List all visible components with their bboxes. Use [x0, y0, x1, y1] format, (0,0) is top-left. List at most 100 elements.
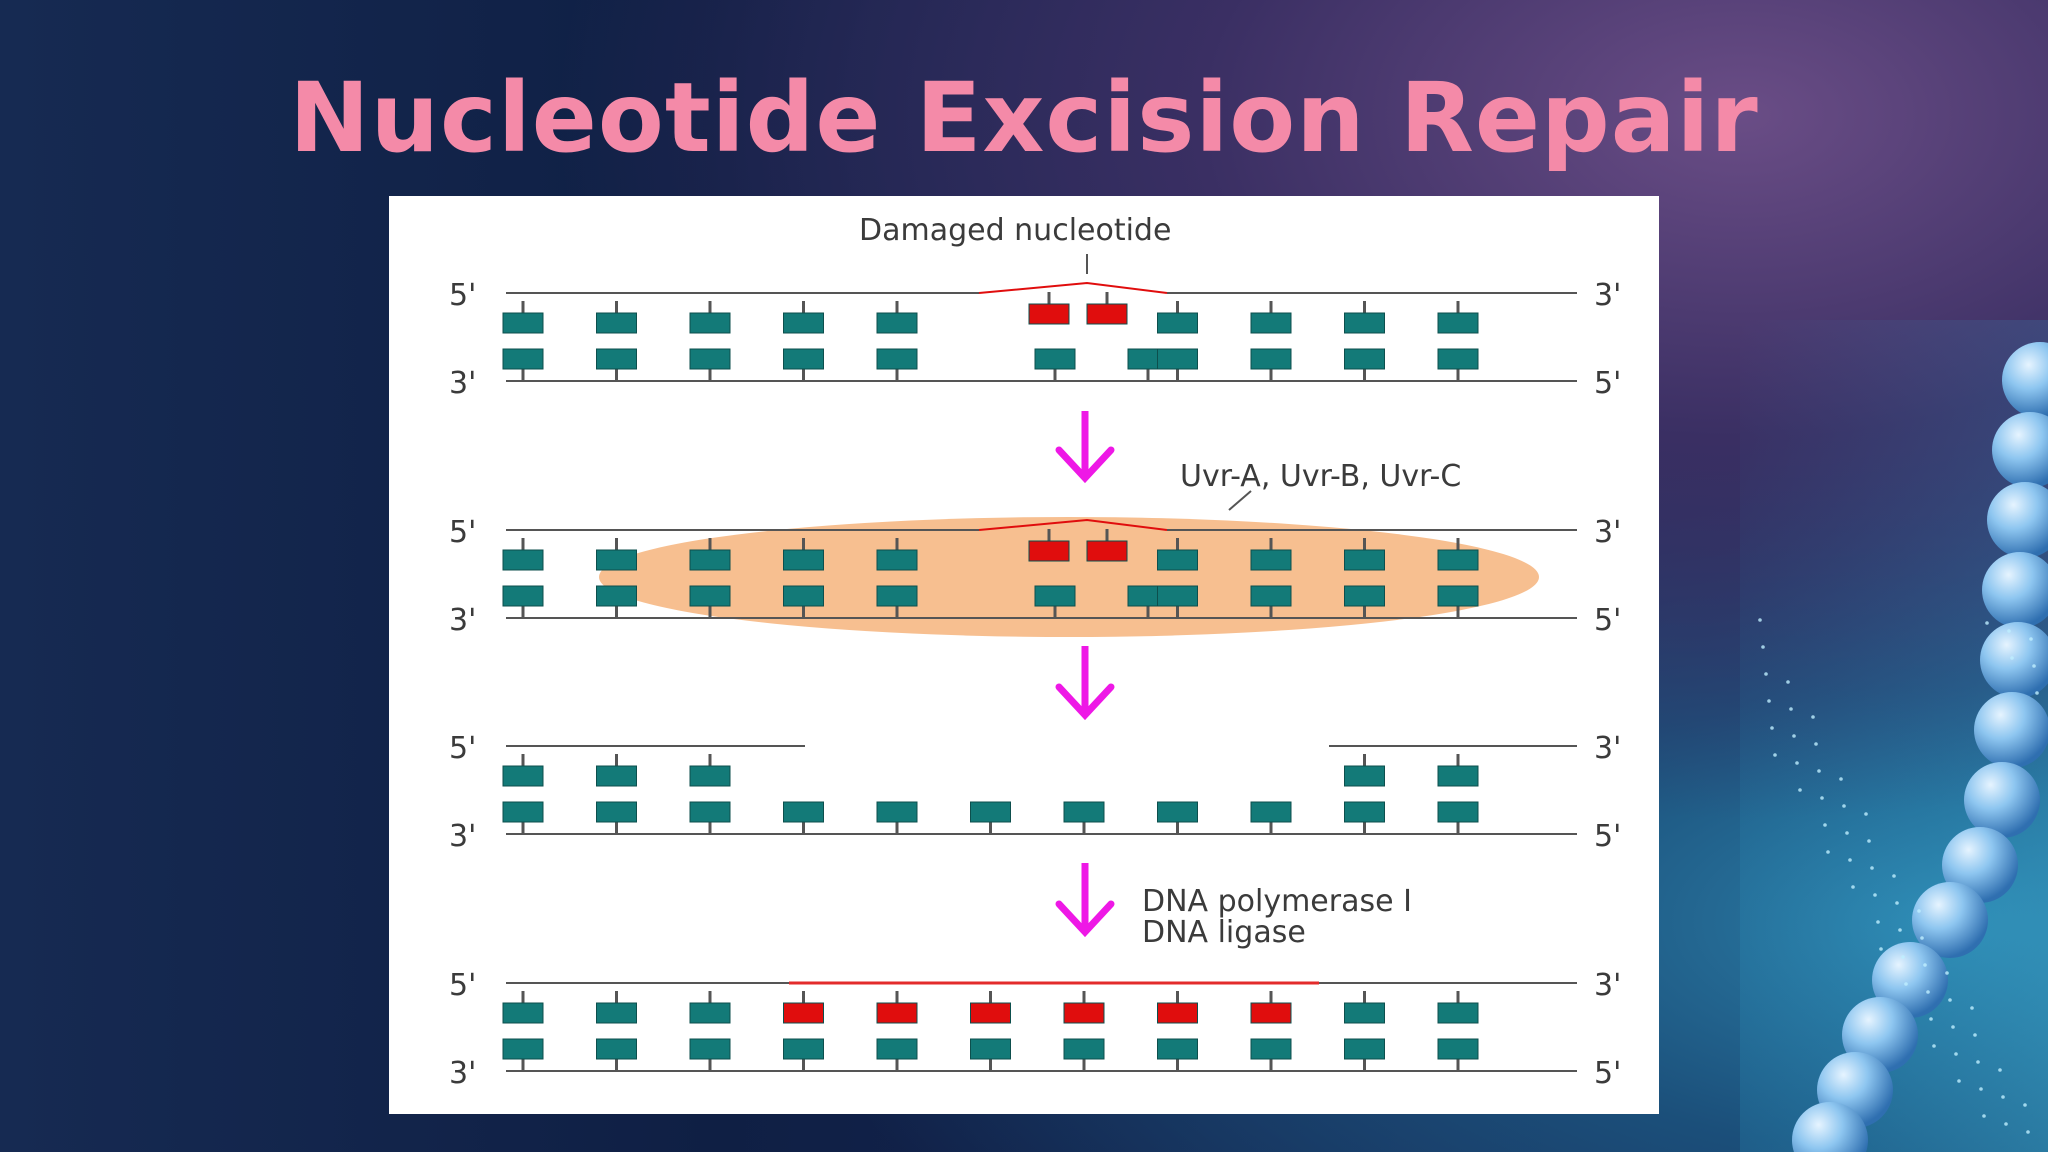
sparkle-dot: [1848, 858, 1852, 862]
bottom-base-3-10: [1437, 1038, 1479, 1071]
bottom-base-1-2-block: [689, 585, 731, 607]
bottom-base-2-6-block: [1063, 801, 1105, 823]
bottom-base-0-1: [596, 348, 637, 381]
top-base-2-2: [689, 754, 731, 787]
bottom-base-3-5-block: [970, 1038, 1011, 1060]
helix-bead: [1792, 1102, 1868, 1152]
helix-bead: [1982, 552, 2048, 628]
bottom-base-0-0: [502, 348, 544, 381]
new-base-3-7-block: [1157, 1002, 1198, 1024]
bottom-base-3-0-block: [502, 1038, 544, 1060]
top-base-2-0: [502, 754, 544, 787]
top-base-3-10-block: [1437, 1002, 1479, 1024]
bottom-base-1-5a: [1034, 585, 1076, 618]
label-5prime-top-1: 5': [449, 515, 476, 550]
helix-bead: [1912, 882, 1988, 958]
arrow-head-0: [1055, 446, 1115, 484]
sparkle-dot: [1895, 901, 1899, 905]
top-base-1-1-block: [596, 549, 637, 571]
top-base-3-0-block: [502, 1002, 544, 1024]
sparkle-dot: [1823, 823, 1827, 827]
label-5prime-top-0: 5': [449, 278, 476, 313]
bottom-base-0-0-block: [502, 348, 544, 370]
top-base-1-9-block: [1344, 549, 1385, 571]
top-base-1-1: [596, 538, 637, 571]
bottom-base-2-0: [502, 801, 544, 834]
sparkle-dot: [1985, 621, 1989, 625]
sparkle-dot: [2026, 1130, 2030, 1134]
bottom-base-0-10-block: [1437, 348, 1479, 370]
top-base-3-2: [689, 991, 731, 1024]
top-base-2-9: [1344, 754, 1385, 787]
sparkle-dot: [2007, 629, 2011, 633]
bottom-base-2-1-block: [596, 801, 637, 823]
sparkle-dot: [1767, 699, 1771, 703]
helix-bead: [1980, 622, 2048, 698]
bottom-base-0-7-block: [1157, 348, 1198, 370]
bottom-base-1-4: [876, 585, 918, 618]
bottom-base-3-10-block: [1437, 1038, 1479, 1060]
bottom-base-2-2: [689, 801, 731, 834]
damaged-base-b-1-block: [1086, 540, 1128, 562]
bottom-base-2-4: [876, 801, 918, 834]
bottom-base-0-3: [783, 348, 824, 381]
bottom-base-2-10: [1437, 801, 1479, 834]
dna-ligase-label: DNA ligase: [1142, 915, 1306, 950]
bottom-base-2-9: [1344, 801, 1385, 834]
sparkle-dot: [1929, 1017, 1933, 1021]
new-base-3-8: [1250, 991, 1292, 1024]
top-base-3-10: [1437, 991, 1479, 1024]
bottom-base-0-1-block: [596, 348, 637, 370]
new-base-3-6: [1063, 991, 1105, 1024]
top-base-2-9-block: [1344, 765, 1385, 787]
label-3prime-top-2: 3': [1594, 731, 1621, 766]
bottom-base-2-3-block: [783, 801, 824, 823]
down-arrow-icon: [1055, 411, 1115, 484]
bottom-base-2-0-block: [502, 801, 544, 823]
label-5prime-bottom-1: 5': [1594, 603, 1621, 638]
top-base-1-3-block: [783, 549, 824, 571]
top-base-1-4-block: [876, 549, 918, 571]
sparkle-dot: [1879, 947, 1883, 951]
sparkle-dot: [1845, 831, 1849, 835]
sparkle-dot: [2023, 1103, 2027, 1107]
bottom-base-2-7-block: [1157, 801, 1198, 823]
new-base-3-5: [970, 991, 1011, 1024]
bottom-base-3-2: [689, 1038, 731, 1071]
top-base-2-1-block: [596, 765, 637, 787]
sparkle-dot: [1867, 839, 1871, 843]
sparkle-dot: [1761, 645, 1765, 649]
bottom-base-0-5a: [1034, 348, 1076, 381]
sparkle-dot: [1795, 761, 1799, 765]
bottom-base-2-8: [1250, 801, 1292, 834]
uvr-enzymes-label: Uvr-A, Uvr-B, Uvr-C: [1180, 459, 1461, 494]
new-base-3-8-block: [1250, 1002, 1292, 1024]
sparkle-dot: [1758, 618, 1762, 622]
sparkle-dot: [1982, 1114, 1986, 1118]
bottom-base-3-7: [1157, 1038, 1198, 1071]
bottom-base-0-2-block: [689, 348, 731, 370]
damaged-nucleotide-label: Damaged nucleotide: [859, 213, 1171, 248]
bottom-base-1-3-block: [783, 585, 824, 607]
sparkle-dot: [1976, 1060, 1980, 1064]
top-base-3-2-block: [689, 1002, 731, 1024]
new-base-3-3: [783, 991, 824, 1024]
label-5prime-bottom-0: 5': [1594, 366, 1621, 401]
top-base-0-10: [1437, 301, 1479, 334]
bottom-base-1-8: [1250, 585, 1292, 618]
uvr-pointer: [1228, 490, 1252, 511]
sparkle-dot: [2004, 1122, 2008, 1126]
top-base-1-0-block: [502, 549, 544, 571]
new-base-3-4: [876, 991, 918, 1024]
top-base-0-3-block: [783, 312, 824, 334]
bottom-base-1-9: [1344, 585, 1385, 618]
bottom-base-2-10-block: [1437, 801, 1479, 823]
label-3prime-bottom-1: 3': [449, 603, 476, 638]
damage-kink-0: [978, 281, 1168, 294]
bottom-base-3-3-block: [783, 1038, 824, 1060]
label-3prime-top-0: 3': [1594, 278, 1621, 313]
sparkle-dot: [1954, 1052, 1958, 1056]
bottom-base-1-2: [689, 585, 731, 618]
top-base-3-1: [596, 991, 637, 1024]
helix-bead: [1964, 762, 2040, 838]
